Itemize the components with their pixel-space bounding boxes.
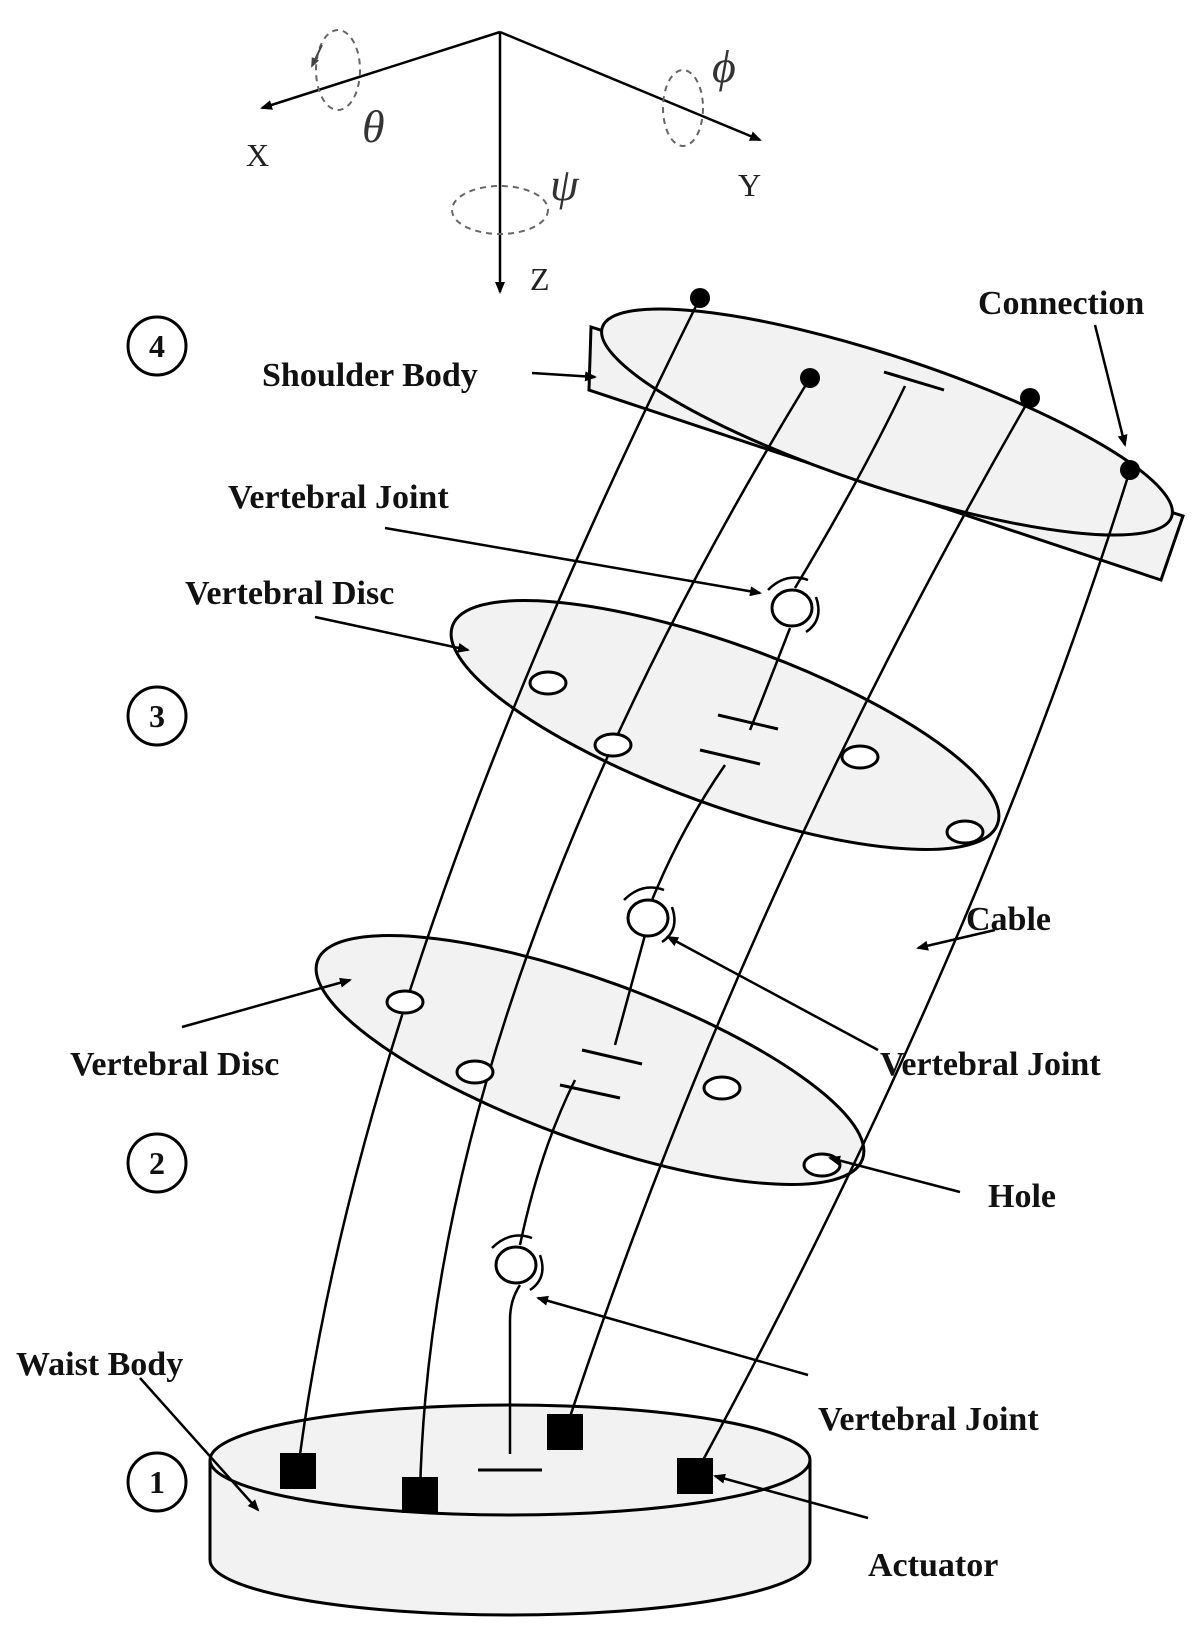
connection-points (690, 288, 1140, 480)
psi-rotation-icon (451, 185, 549, 235)
spine-chain (478, 370, 945, 1472)
cable-4 (693, 469, 1132, 1476)
spine-link-6 (793, 385, 907, 589)
psi-label: ψ (550, 159, 580, 210)
vertebral-disc-lower-label: Vertebral Disc (70, 1046, 279, 1083)
hole (593, 732, 633, 758)
waist-body-label: Waist Body (16, 1346, 183, 1383)
vertebral-joint-upper-arrow (384, 526, 762, 597)
upper-disc-bar-top (717, 713, 779, 731)
segment-1-circle (126, 1451, 188, 1513)
actuator-square (402, 1477, 438, 1513)
joint-arc-top (767, 576, 809, 591)
spine-link-3 (613, 934, 647, 1046)
hole-label: Hole (988, 1178, 1056, 1215)
hole (945, 819, 985, 845)
x-axis (260, 30, 501, 110)
vertebral-disc-lower-arrow (181, 977, 352, 1029)
vertebral-joint-middle-arrow (666, 935, 879, 1052)
segment-1-number: 1 (149, 1464, 165, 1500)
joint-arc-top (491, 1234, 533, 1249)
lower-disc-bar-bottom (559, 1083, 621, 1100)
lower-disc-bar-top (581, 1048, 643, 1066)
hole (802, 1152, 842, 1178)
x-axis-label: X (246, 137, 269, 173)
segment-4-number: 4 (149, 328, 165, 364)
vertebral-joint-lower-arrow (536, 1295, 809, 1377)
joint-arc-right (661, 906, 676, 944)
joint-arc-right (529, 1254, 544, 1292)
labels: Connection Shoulder Body Vertebral Joint… (16, 285, 1144, 1584)
shoulder-body-label: Shoulder Body (262, 357, 478, 394)
actuators (280, 1414, 713, 1513)
waist-body-arrow (139, 1377, 260, 1512)
actuator-label: Actuator (868, 1547, 998, 1584)
joint-arc-top (623, 886, 665, 901)
connection-dot (1020, 388, 1040, 408)
vertebral-joint-middle-label: Vertebral Joint (880, 1046, 1101, 1083)
vertebral-joint-lower (491, 1234, 544, 1292)
cable-arrow (916, 928, 996, 951)
hole (455, 1059, 495, 1085)
joint-ball (626, 898, 670, 938)
vertebral-joint-middle (623, 886, 676, 944)
hole (528, 670, 568, 696)
cable-1 (296, 297, 702, 1471)
vertebral-disc-upper (449, 599, 1001, 851)
shoulder-mount-bar (883, 370, 945, 392)
actuator-square (280, 1453, 316, 1489)
hole-arrow (828, 1155, 961, 1194)
spine-link-5 (748, 627, 792, 731)
joint-ball (770, 588, 814, 628)
coordinate-frame: X Y Z θ ϕ ψ (246, 29, 762, 297)
segment-4-circle (126, 315, 188, 377)
connection-arrow (1093, 324, 1128, 447)
actuator-square (547, 1414, 583, 1450)
cables (296, 297, 1132, 1496)
spine-link-1 (508, 1284, 522, 1454)
theta-label: θ (362, 101, 385, 152)
spine-link-2 (518, 1079, 577, 1246)
connection-dot (690, 288, 710, 308)
cable-label: Cable (966, 901, 1051, 938)
upper-disc-bar-bottom (699, 748, 761, 766)
vertebral-joint-lower-label: Vertebral Joint (818, 1401, 1039, 1438)
segment-2-number: 2 (149, 1145, 165, 1181)
phi-rotation-icon (662, 69, 704, 147)
y-axis (499, 30, 762, 142)
vertebral-disc-upper-label: Vertebral Disc (185, 575, 394, 612)
hole (385, 989, 425, 1015)
phi-label: ϕ (712, 41, 736, 92)
vertebral-joint-upper (767, 576, 820, 634)
connection-dot (800, 368, 820, 388)
vertebral-disc-lower (314, 934, 866, 1186)
segment-3-number: 3 (149, 698, 165, 734)
cable-2 (418, 377, 812, 1496)
joint-arc-right (805, 596, 820, 634)
shoulder-body-arrow (531, 371, 597, 382)
waist-body (208, 1403, 812, 1617)
joint-ball (494, 1245, 538, 1285)
cable-3 (563, 397, 1032, 1433)
connection-label: Connection (978, 285, 1144, 322)
actuator-square (677, 1458, 713, 1494)
segment-numbers: 1 2 3 4 (126, 315, 188, 1513)
actuator-arrow (713, 1473, 869, 1520)
y-axis-label: Y (738, 167, 761, 203)
z-axis-label: Z (530, 261, 550, 297)
theta-arrow-icon (311, 44, 323, 68)
disc-holes (385, 670, 985, 1178)
hole (840, 744, 880, 770)
vertebral-disc-upper-arrow (314, 615, 470, 653)
connection-dot (1120, 460, 1140, 480)
segment-2-circle (126, 1132, 188, 1194)
hole (702, 1075, 742, 1101)
segment-3-circle (126, 685, 188, 747)
callout-arrows (139, 324, 1128, 1520)
theta-rotation-icon (315, 29, 361, 111)
vertebral-joint-upper-label: Vertebral Joint (228, 479, 449, 516)
